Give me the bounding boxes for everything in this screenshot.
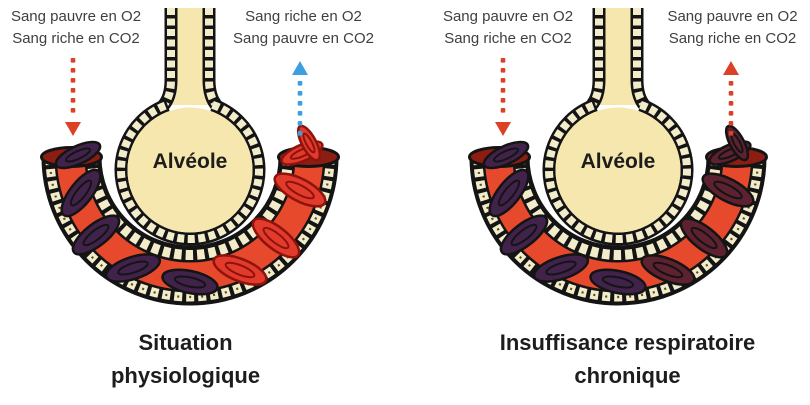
arrowhead bbox=[292, 61, 308, 75]
label-line: Sang pauvre en O2 bbox=[667, 8, 798, 25]
red-blood-cell-oxygenated bbox=[296, 124, 322, 162]
red-blood-cell-deoxygenated bbox=[488, 168, 530, 218]
alveolus-diagram-physiological: Alvéole bbox=[40, 8, 340, 306]
alveolus-interior bbox=[555, 107, 681, 233]
arrow-blood-in bbox=[65, 58, 81, 136]
bronchiole-airway bbox=[596, 8, 640, 105]
red-blood-cell-deoxygenated bbox=[54, 140, 102, 170]
red-blood-cell-deoxygenated bbox=[640, 254, 696, 286]
red-blood-cell-deoxygenated bbox=[104, 253, 162, 283]
red-blood-cell-deoxygenated bbox=[532, 253, 590, 283]
caption-line: Insuffisance respiratoire bbox=[499, 330, 756, 355]
alveolus-label: Alvéole bbox=[153, 150, 228, 173]
label-line: Sang riche en CO2 bbox=[444, 30, 572, 47]
label-line: Sang pauvre en O2 bbox=[442, 8, 574, 25]
caption-physiological: Situation physiologique bbox=[0, 326, 388, 392]
red-blood-cell-deoxygenated bbox=[71, 214, 121, 256]
label-outgoing-blood: Sang pauvre en O2 Sang riche en CO2 bbox=[655, 6, 810, 50]
bronchiole-airway bbox=[168, 8, 212, 105]
red-blood-cell-deoxygenated bbox=[589, 268, 647, 296]
caption-line: chronique bbox=[574, 363, 681, 388]
arrowhead bbox=[65, 122, 81, 136]
label-outgoing-blood: Sang riche en O2 Sang pauvre en CO2 bbox=[226, 6, 381, 50]
label-line: Sang riche en O2 bbox=[245, 8, 362, 25]
red-blood-cell-oxygenated bbox=[212, 254, 268, 286]
label-line: Sang pauvre en CO2 bbox=[233, 30, 374, 47]
caption-chronic-insufficiency: Insuffisance respiratoire chronique bbox=[425, 326, 810, 392]
arrow-blood-out bbox=[292, 61, 308, 136]
alveolus-label: Alvéole bbox=[581, 150, 656, 173]
red-blood-cell-deoxygenated bbox=[161, 268, 219, 296]
label-line: Sang riche en CO2 bbox=[668, 30, 797, 47]
red-blood-cell-oxygenated bbox=[251, 217, 301, 259]
alveolus-diagram-chronic: Alvéole bbox=[468, 8, 768, 306]
red-blood-cell-oxygenated bbox=[273, 172, 327, 208]
arrow-blood-in bbox=[495, 58, 511, 136]
red-blood-cell-deoxygenated bbox=[679, 217, 729, 259]
caption-line: Situation bbox=[138, 330, 233, 355]
red-blood-cell-deoxygenated bbox=[701, 172, 755, 208]
arrowhead bbox=[495, 122, 511, 136]
panel-chronic-insufficiency: Alvéole Sang pauvre en O2 Sang riche en … bbox=[405, 0, 810, 405]
caption-line: physiologique bbox=[110, 363, 261, 388]
arrow-blood-out bbox=[723, 61, 739, 136]
label-incoming-blood: Sang pauvre en O2 Sang riche en CO2 bbox=[1, 6, 151, 50]
label-line: Sang pauvre en O2 bbox=[10, 8, 142, 25]
label-incoming-blood: Sang pauvre en O2 Sang riche en CO2 bbox=[433, 6, 583, 50]
arrowhead bbox=[723, 61, 739, 75]
label-line: Sang riche en CO2 bbox=[12, 30, 140, 47]
red-blood-cell-deoxygenated bbox=[482, 140, 530, 170]
red-blood-cell-deoxygenated bbox=[499, 214, 549, 256]
panel-physiological: Alvéole Sang pauvre en O2 Sang riche en … bbox=[0, 6, 388, 392]
alveolus-interior bbox=[127, 107, 253, 233]
red-blood-cell-deoxygenated bbox=[60, 168, 102, 218]
